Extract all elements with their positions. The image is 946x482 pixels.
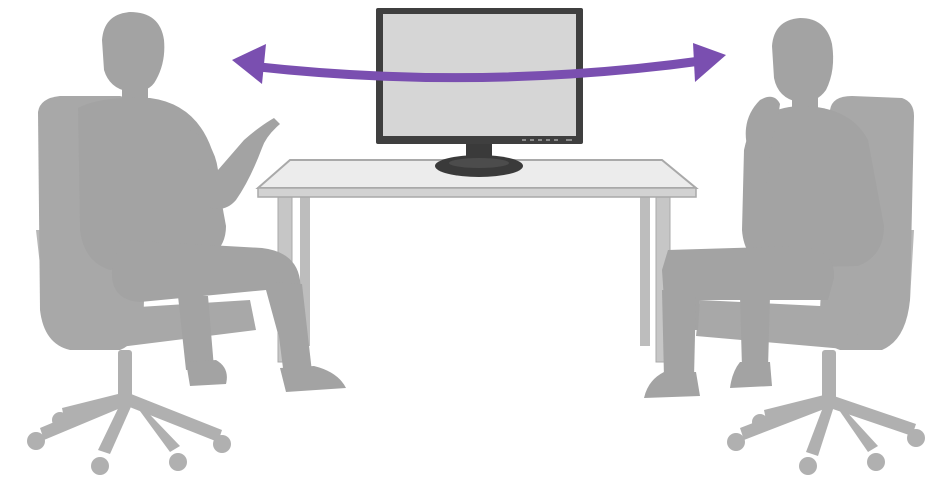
left-seated-person-icon — [27, 12, 346, 475]
right-person-shoe — [644, 372, 700, 398]
table — [258, 160, 696, 362]
left-person-head — [102, 12, 164, 92]
right-seated-person-icon — [644, 18, 925, 475]
right-person-head — [772, 18, 833, 102]
table-leg-back-right — [640, 196, 650, 346]
right-chair-seat — [696, 300, 860, 350]
table-top-edge — [258, 188, 696, 197]
monitor — [376, 8, 583, 177]
arrowhead-right — [693, 43, 726, 82]
arrowhead-left — [232, 44, 266, 84]
left-person-shoe — [280, 366, 346, 392]
